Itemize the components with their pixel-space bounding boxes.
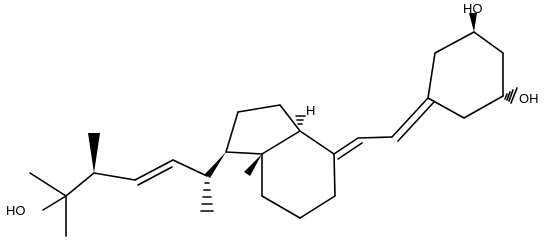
bond-d-ring xyxy=(237,104,281,113)
wedge-bond-oh-top xyxy=(469,13,477,32)
bond-d-ring xyxy=(225,111,239,153)
hydroxyl-label-left: HO xyxy=(6,203,26,218)
bond-c-ring xyxy=(333,153,336,197)
wedge-bond-angular-methyl xyxy=(244,154,262,176)
hydroxyl-label-right: OH xyxy=(519,91,539,106)
bond-c-ring xyxy=(261,130,301,155)
bond-c-ring xyxy=(299,130,335,155)
bond-d-ring xyxy=(225,151,263,155)
double-bond-exocyclic xyxy=(391,97,429,138)
bond-d-ring xyxy=(279,104,301,132)
bond-terminal-methyl xyxy=(29,172,67,197)
bond-a-ring xyxy=(463,95,504,119)
bond-c-ring xyxy=(261,195,301,219)
bond-a-ring xyxy=(434,31,475,54)
bond-a-ring xyxy=(427,97,465,119)
hashed-bond-oh-right xyxy=(504,87,518,104)
double-bond-exocyclic xyxy=(333,137,359,155)
double-bond-exocyclic xyxy=(337,142,363,160)
bond-side-chain xyxy=(65,172,95,197)
bond-a-ring xyxy=(427,52,436,99)
c-ring xyxy=(261,130,336,219)
single-bond-linker xyxy=(357,136,393,139)
hydroxyl-label-top: HO xyxy=(463,1,483,16)
a-ring xyxy=(427,31,504,119)
bond-side-chain xyxy=(93,172,136,181)
bond-terminal-oh xyxy=(42,195,67,211)
diene-linker xyxy=(333,97,435,160)
hashed-bond-c20-methyl xyxy=(200,182,214,212)
d-ring xyxy=(225,104,301,155)
double-bond-side-chain xyxy=(134,159,174,181)
bond-side-chain xyxy=(172,159,208,177)
double-bond-exocyclic xyxy=(397,101,435,142)
hashed-bond-ring-junction-h xyxy=(295,115,306,125)
hydrogen-label-ring-junction: H xyxy=(306,103,315,118)
wedge-bond-side-chain xyxy=(205,152,226,178)
bond-a-ring xyxy=(473,31,504,54)
wedge-bond-c24-methyl xyxy=(88,133,100,173)
bond-c-ring xyxy=(299,195,336,219)
double-bond-side-chain xyxy=(137,166,173,186)
